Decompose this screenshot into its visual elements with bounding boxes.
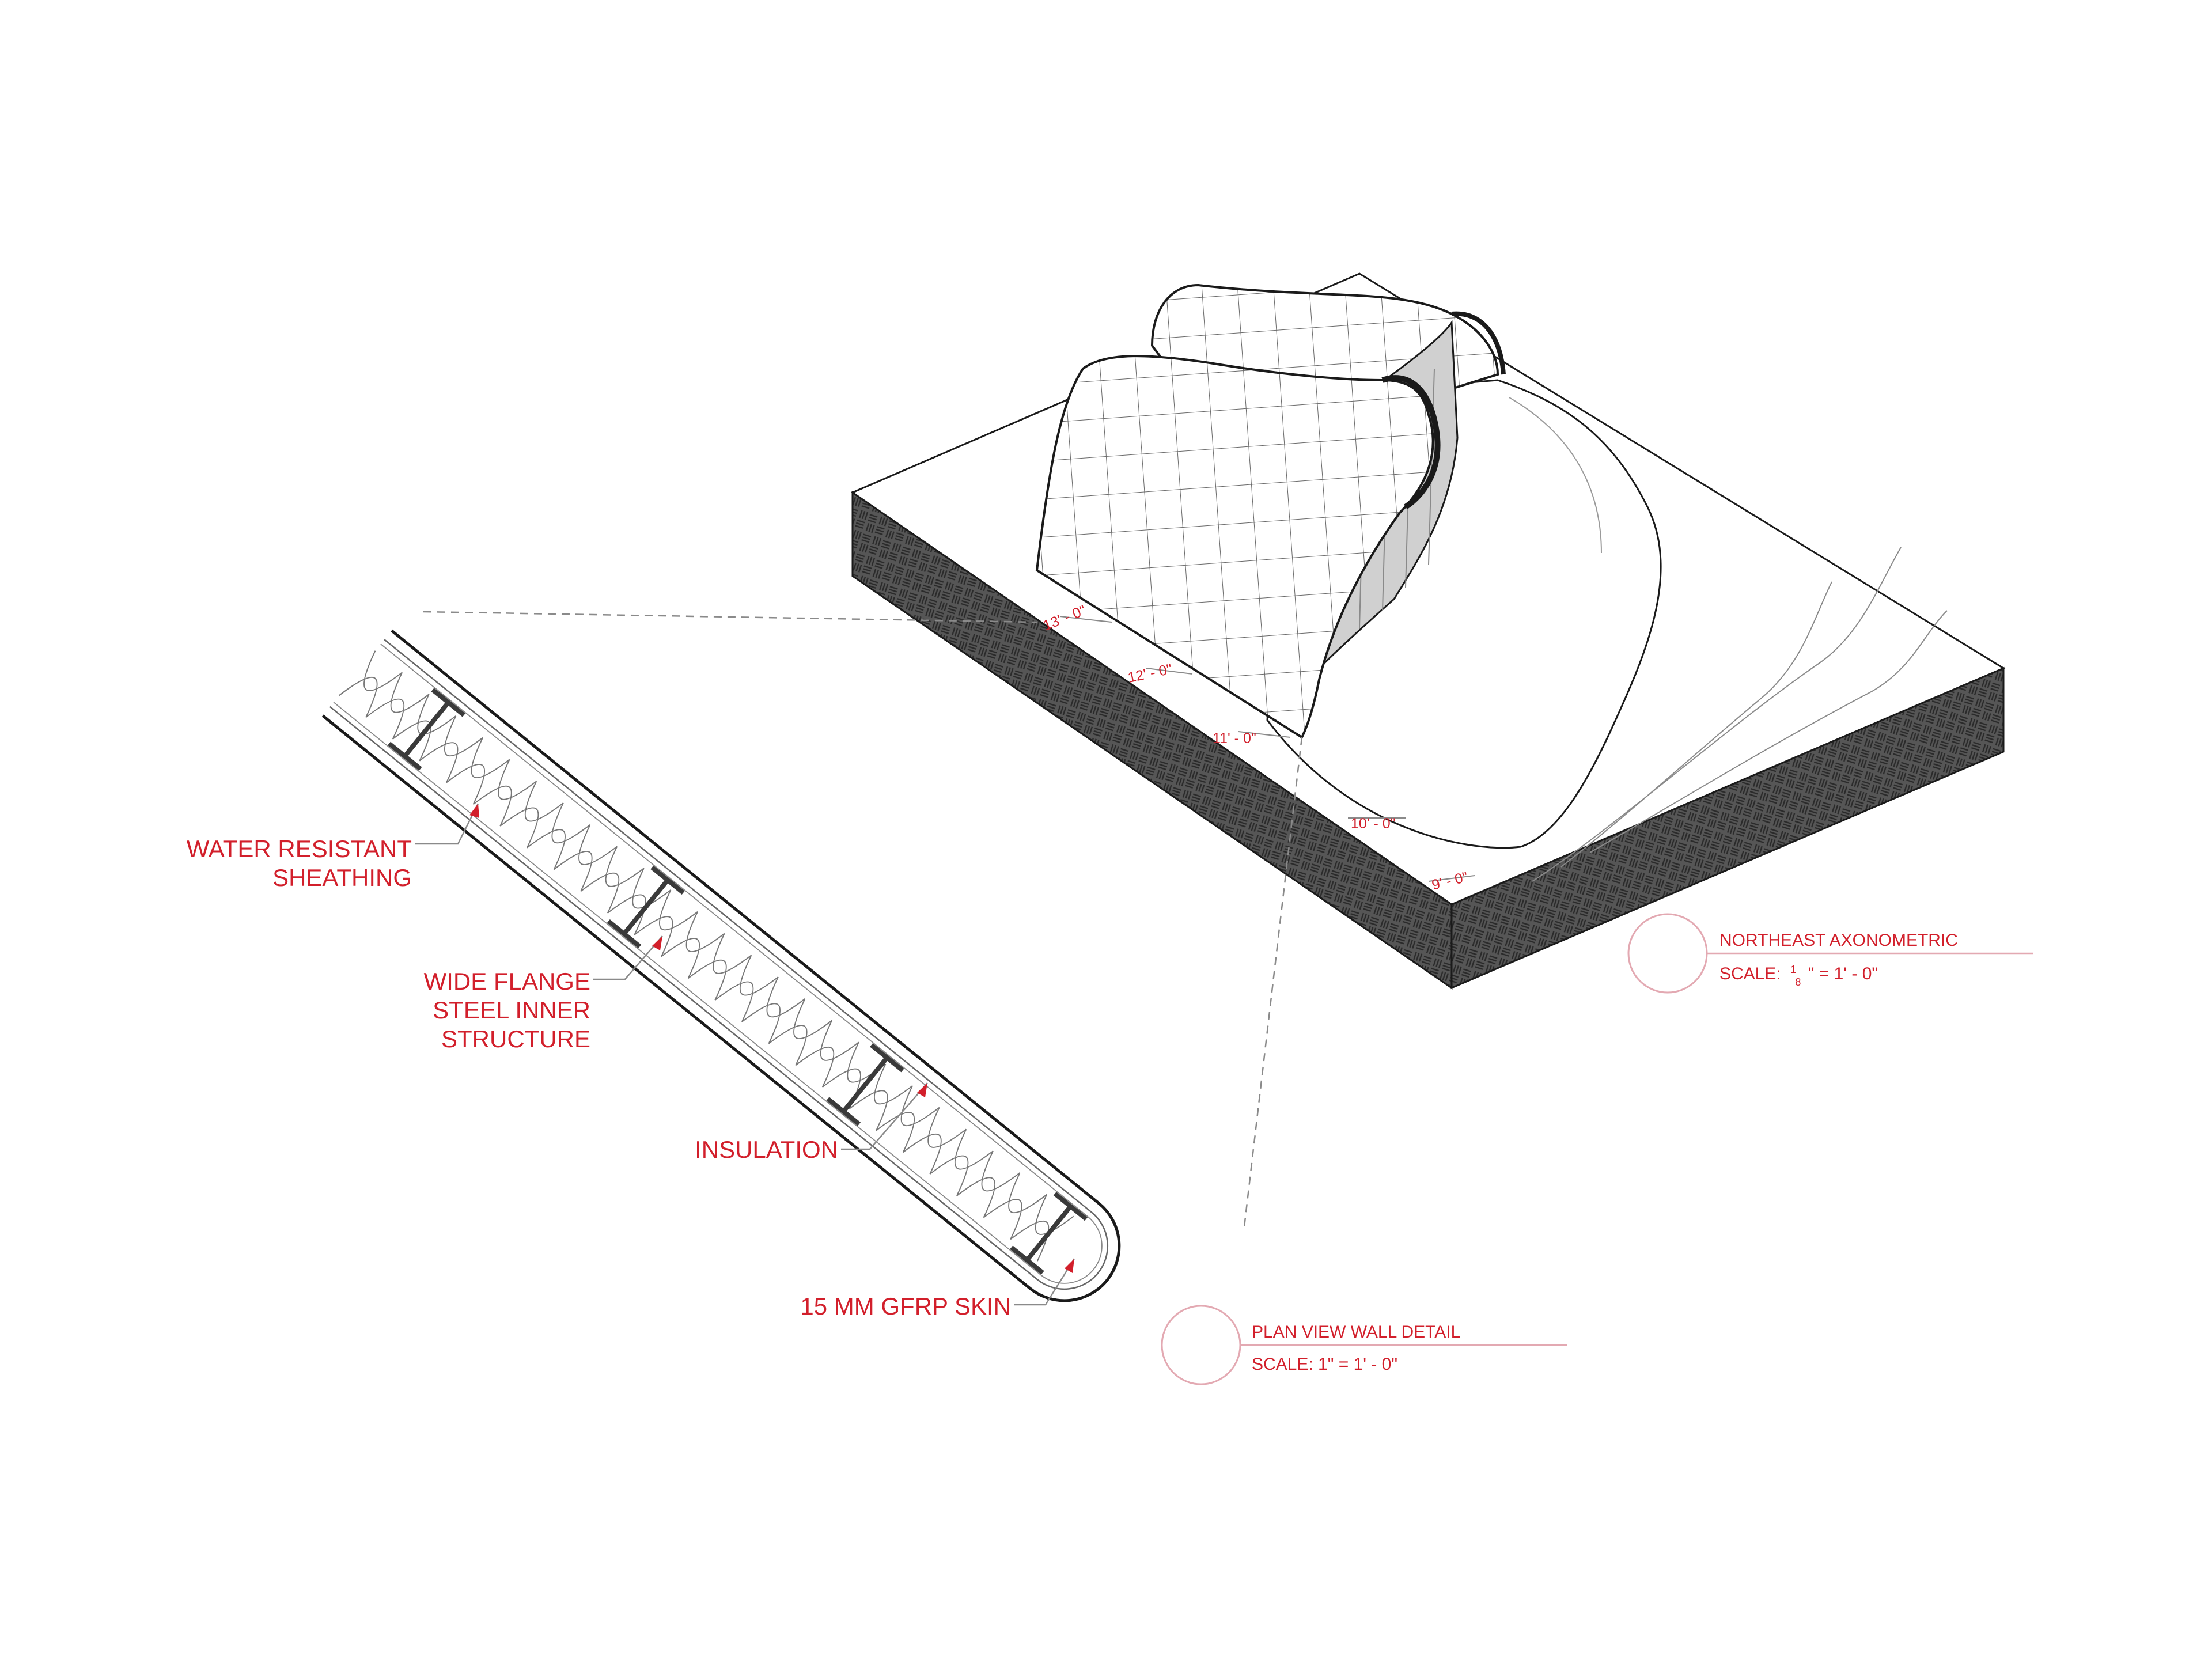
callout-sheathing: SHEATHING bbox=[272, 864, 412, 891]
northeast-axonometric-model bbox=[850, 272, 2006, 990]
callout-insulation: INSULATION bbox=[695, 1136, 838, 1163]
wall-section-detail bbox=[321, 629, 1121, 1302]
callout-arrows bbox=[469, 804, 1074, 1273]
title-marker-circle bbox=[1161, 1305, 1241, 1385]
detail-projection-lines bbox=[423, 611, 1303, 1228]
callout-steel-inner: STEEL INNER bbox=[433, 997, 590, 1024]
title-marker-circle bbox=[1627, 913, 1708, 994]
title-northeast-axonometric: NORTHEAST AXONOMETRIC bbox=[1719, 931, 1958, 950]
scale-northeast: SCALE: 1 8 " = 1' - 0" bbox=[1719, 958, 1878, 990]
title-block-northeast-axonometric: NORTHEAST AXONOMETRIC SCALE: 1 8 " = 1' … bbox=[1627, 913, 2033, 994]
callout-leaders bbox=[415, 803, 1075, 1306]
wide-flange-beams bbox=[387, 688, 1088, 1275]
callout-water-resistant: WATER RESISTANT bbox=[187, 835, 412, 862]
scale-plan-view: SCALE: 1" = 1' - 0" bbox=[1252, 1355, 1397, 1374]
callout-gfrp-skin: 15 MM GFRP SKIN bbox=[800, 1293, 1011, 1320]
sheathing-layer bbox=[329, 639, 1109, 1290]
callout-structure: STRUCTURE bbox=[441, 1025, 590, 1052]
dimension-11ft: 11' - 0" bbox=[1213, 730, 1256, 747]
insulation-batts bbox=[363, 650, 1074, 1235]
terrain-contours bbox=[1532, 547, 1948, 882]
title-block-plan-view: PLAN VIEW WALL DETAIL SCALE: 1" = 1' - 0… bbox=[1161, 1305, 1567, 1385]
dimension-10ft: 10' - 0" bbox=[1351, 816, 1396, 832]
section-dimensions bbox=[1059, 616, 1475, 882]
front-shell-roof bbox=[1035, 355, 1434, 739]
title-plan-view-wall-detail: PLAN VIEW WALL DETAIL bbox=[1252, 1323, 1460, 1342]
callout-wide-flange: WIDE FLANGE bbox=[424, 968, 590, 995]
